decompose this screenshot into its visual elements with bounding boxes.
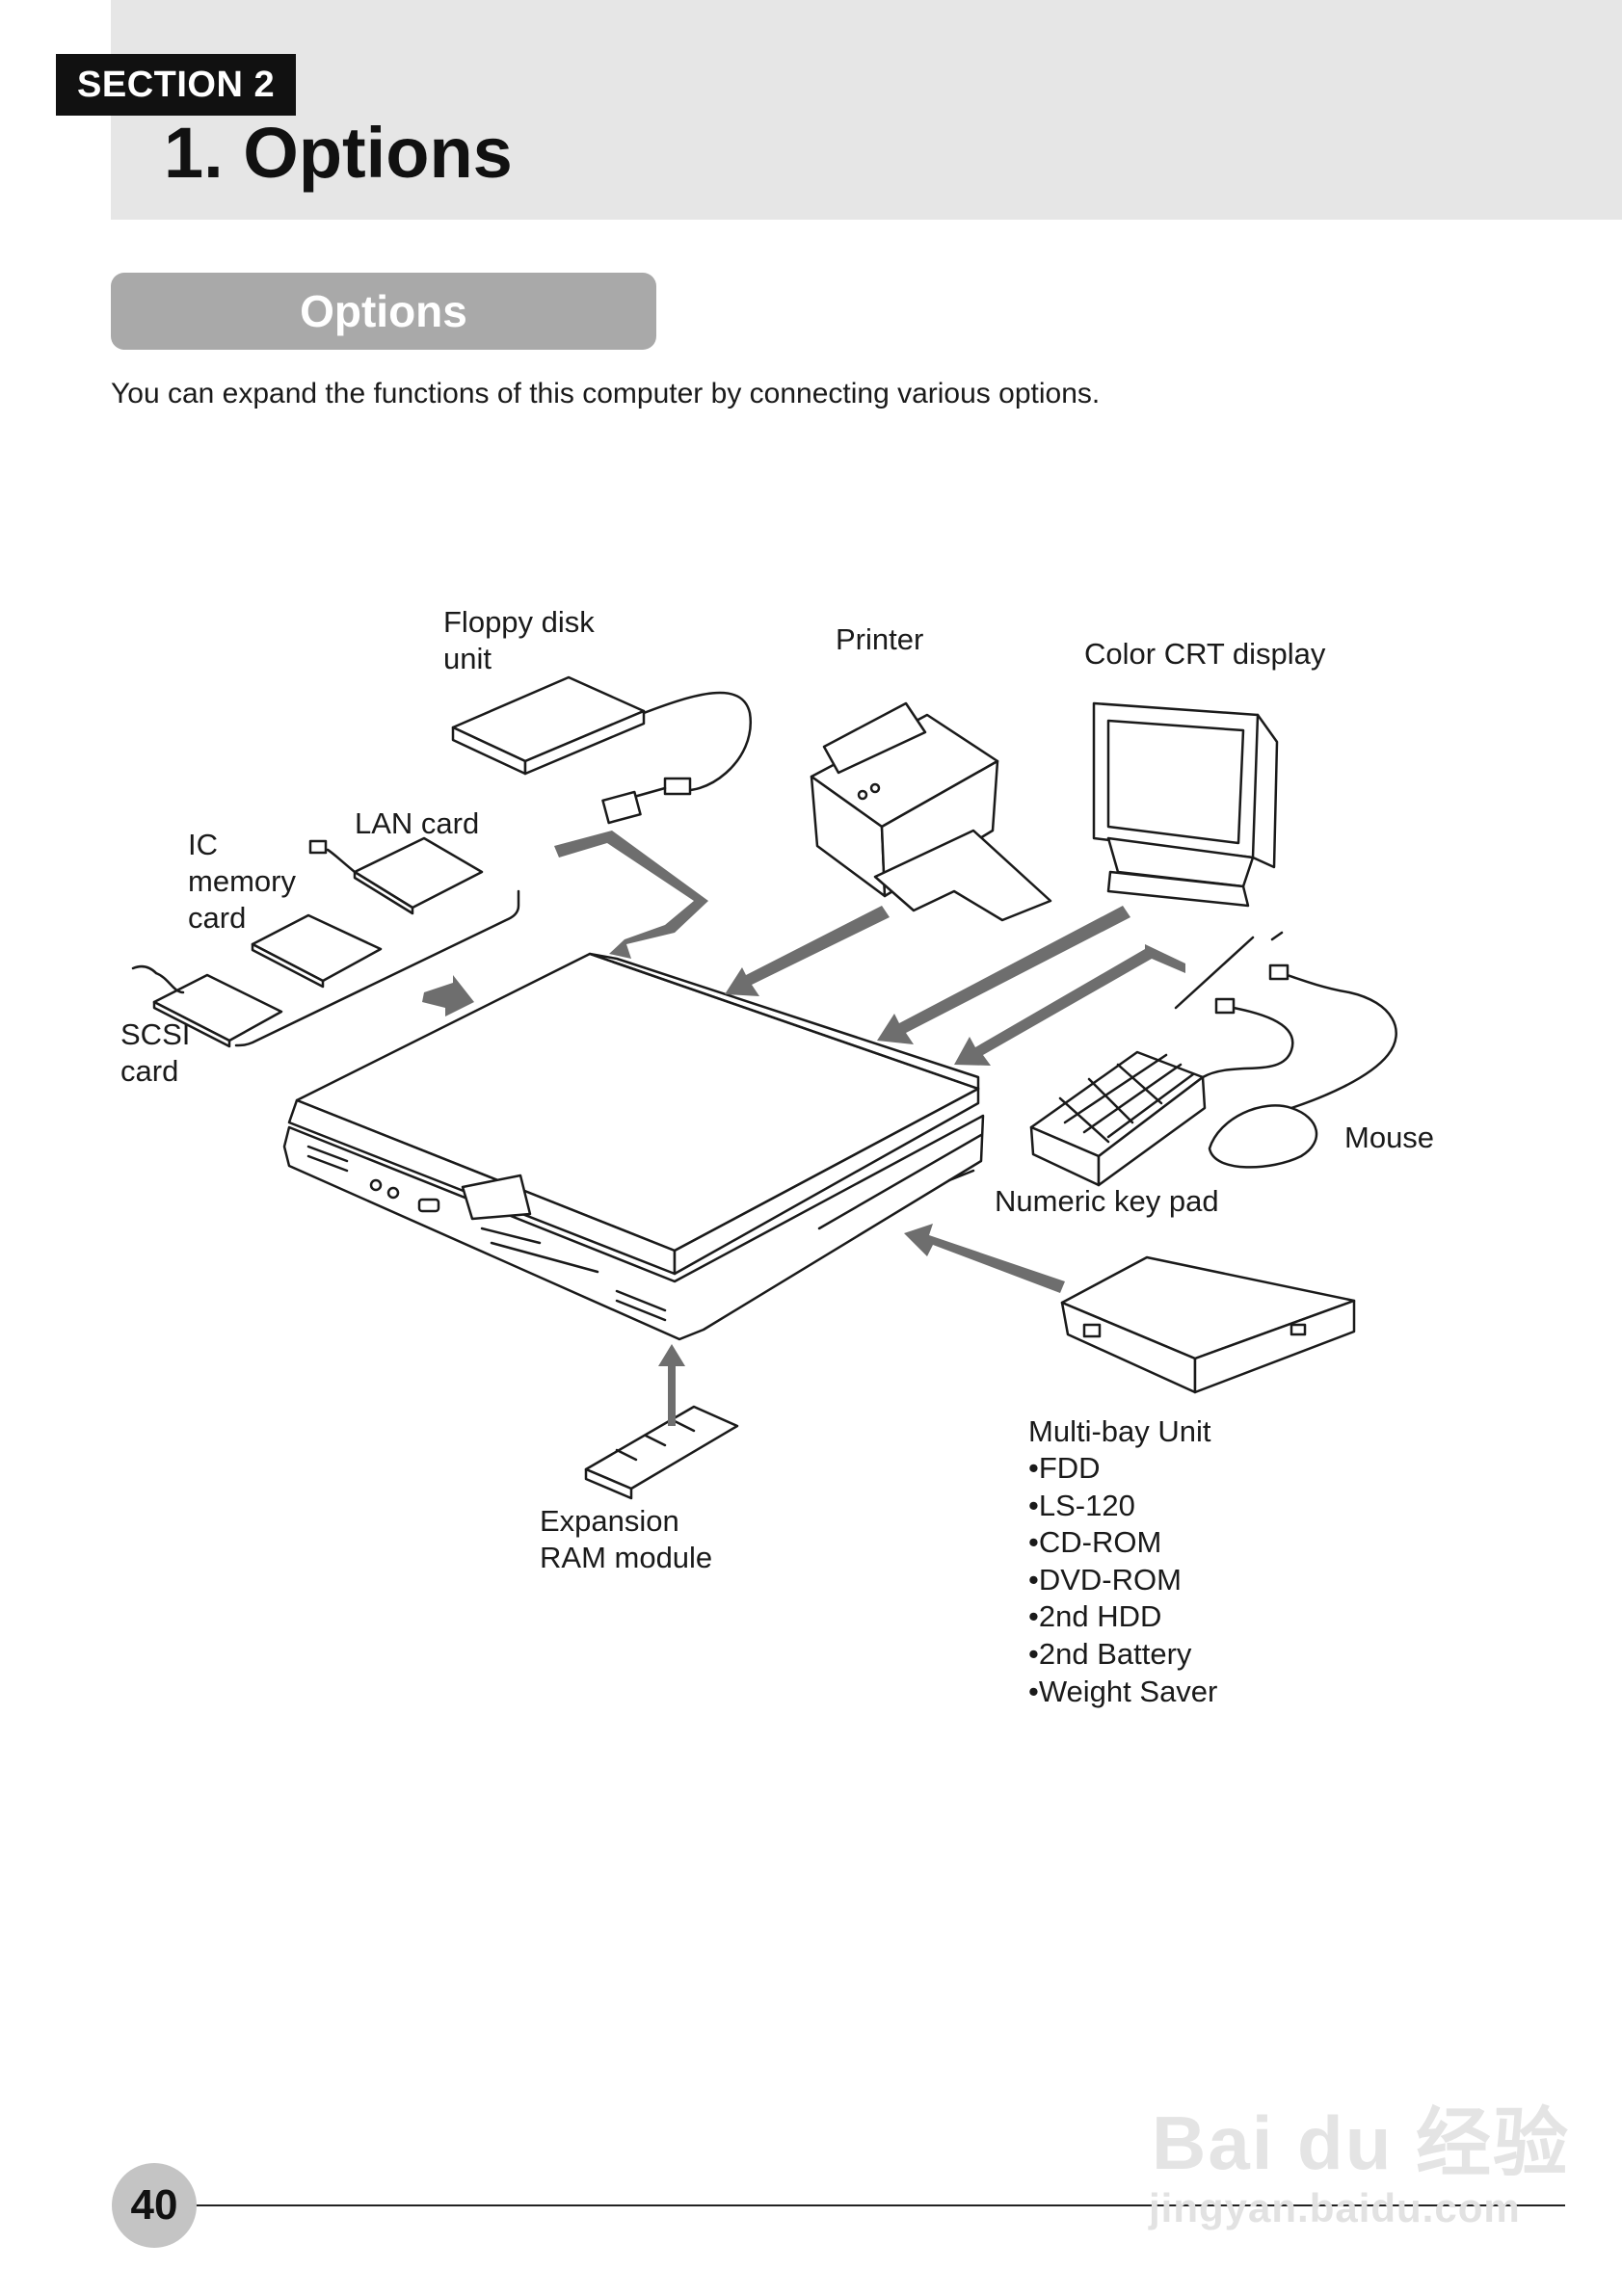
label-multibay-unit: Multi-bay Unit: [1028, 1414, 1211, 1448]
list-item: 2nd Battery: [1028, 1636, 1217, 1674]
numeric-keypad-illustration: [1029, 997, 1294, 1187]
footer-rule: [197, 2204, 1565, 2206]
mouse-illustration: [1208, 963, 1397, 1169]
label-expansion-ram-module: Expansion RAM module: [540, 1504, 713, 1574]
label-color-crt-display: Color CRT display: [1084, 637, 1326, 671]
arrow-multibay: [904, 1224, 1065, 1293]
multibay-unit-illustration: [1060, 1255, 1356, 1394]
ram-module-illustration: [584, 1405, 739, 1500]
list-item: Weight Saver: [1028, 1674, 1218, 1711]
arrow-printer: [725, 906, 890, 996]
list-item: DVD-ROM: [1028, 1562, 1217, 1599]
list-item: 2nd HDD: [1028, 1598, 1217, 1636]
connection-arrows: [422, 831, 1185, 1426]
arrow-cards: [422, 975, 474, 1016]
label-scsi-card: SCSI card: [120, 1017, 191, 1088]
page-number: 40: [112, 2163, 197, 2248]
watermark-logo: Bai du 经验: [1152, 2100, 1571, 2185]
crt-display-illustration: [1092, 701, 1279, 908]
section-tag: SECTION 2: [56, 54, 297, 116]
page-title: 1. Options: [164, 113, 513, 193]
lan-card-illustration: [308, 836, 484, 915]
label-mouse: Mouse: [1344, 1121, 1435, 1154]
list-item: CD-ROM: [1028, 1524, 1217, 1562]
arrow-ram: [658, 1344, 685, 1426]
list-item: LS-120: [1028, 1488, 1217, 1525]
scsi-card-illustration: [131, 964, 283, 1048]
printer-illustration: [810, 701, 1052, 922]
label-ic-memory-card: IC memory card: [188, 828, 296, 935]
arrow-floppy: [554, 831, 708, 959]
notebook-computer-illustration: [282, 952, 985, 1341]
list-item: FDD: [1028, 1450, 1217, 1488]
label-numeric-key-pad: Numeric key pad: [995, 1184, 1219, 1218]
label-printer: Printer: [836, 622, 924, 656]
watermark-url: jingyan.baidu.com: [1149, 2185, 1521, 2230]
arrow-crt: [877, 906, 1130, 1044]
header-band: [111, 0, 1622, 220]
intro-text: You can expand the functions of this com…: [111, 378, 1101, 409]
ic-memory-card-illustration: [251, 913, 383, 989]
label-lan-card: LAN card: [355, 806, 480, 840]
label-floppy-disk-unit: Floppy disk unit: [443, 605, 595, 675]
multibay-options-list: FDD LS-120 CD-ROM DVD-ROM 2nd HDD 2nd Ba…: [1028, 1450, 1218, 1711]
floppy-disk-unit-illustration: [451, 675, 752, 825]
arrow-keypad: [954, 944, 1185, 1066]
subsection-heading: Options: [111, 273, 656, 350]
